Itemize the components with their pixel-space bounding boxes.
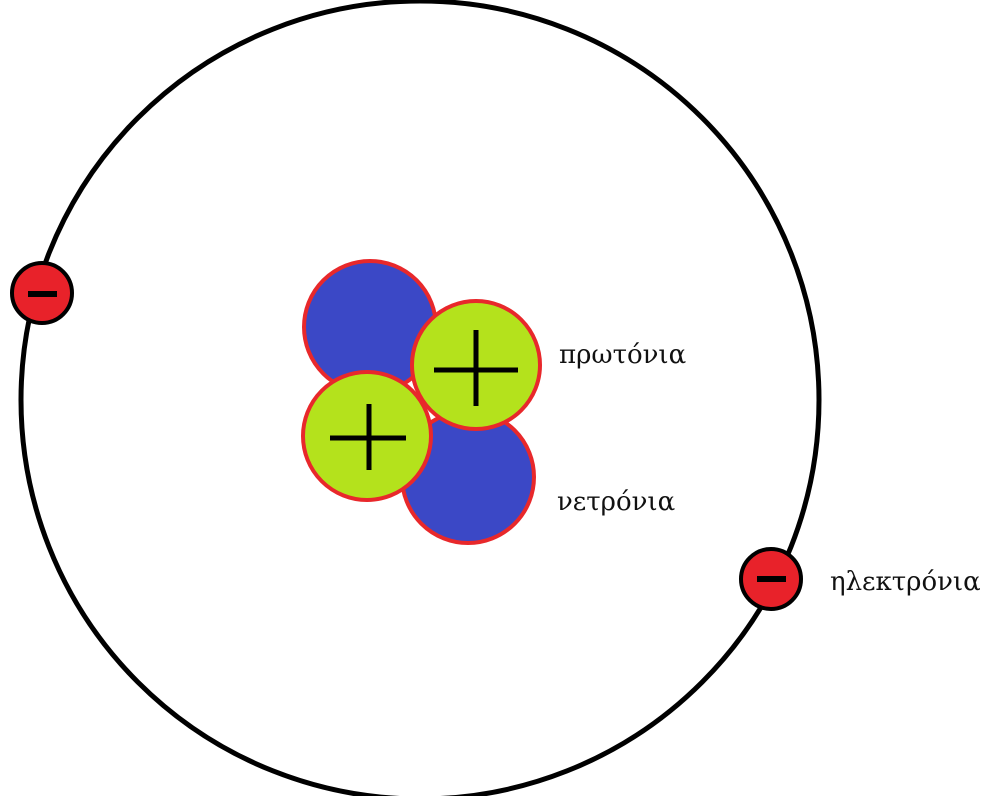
- plus-sign-icon: [330, 404, 406, 470]
- electrons-label: ηλεκτρόνια: [830, 567, 981, 597]
- neutrons-label: νετρόνια: [557, 487, 675, 517]
- proton-bottom: [301, 370, 433, 502]
- electron-right: [739, 547, 803, 611]
- protons-label: πρωτόνια: [559, 340, 686, 370]
- proton-top: [410, 299, 542, 431]
- electron-left: [10, 261, 74, 325]
- orbit-ring: [18, 0, 822, 796]
- plus-sign-icon: [434, 330, 518, 406]
